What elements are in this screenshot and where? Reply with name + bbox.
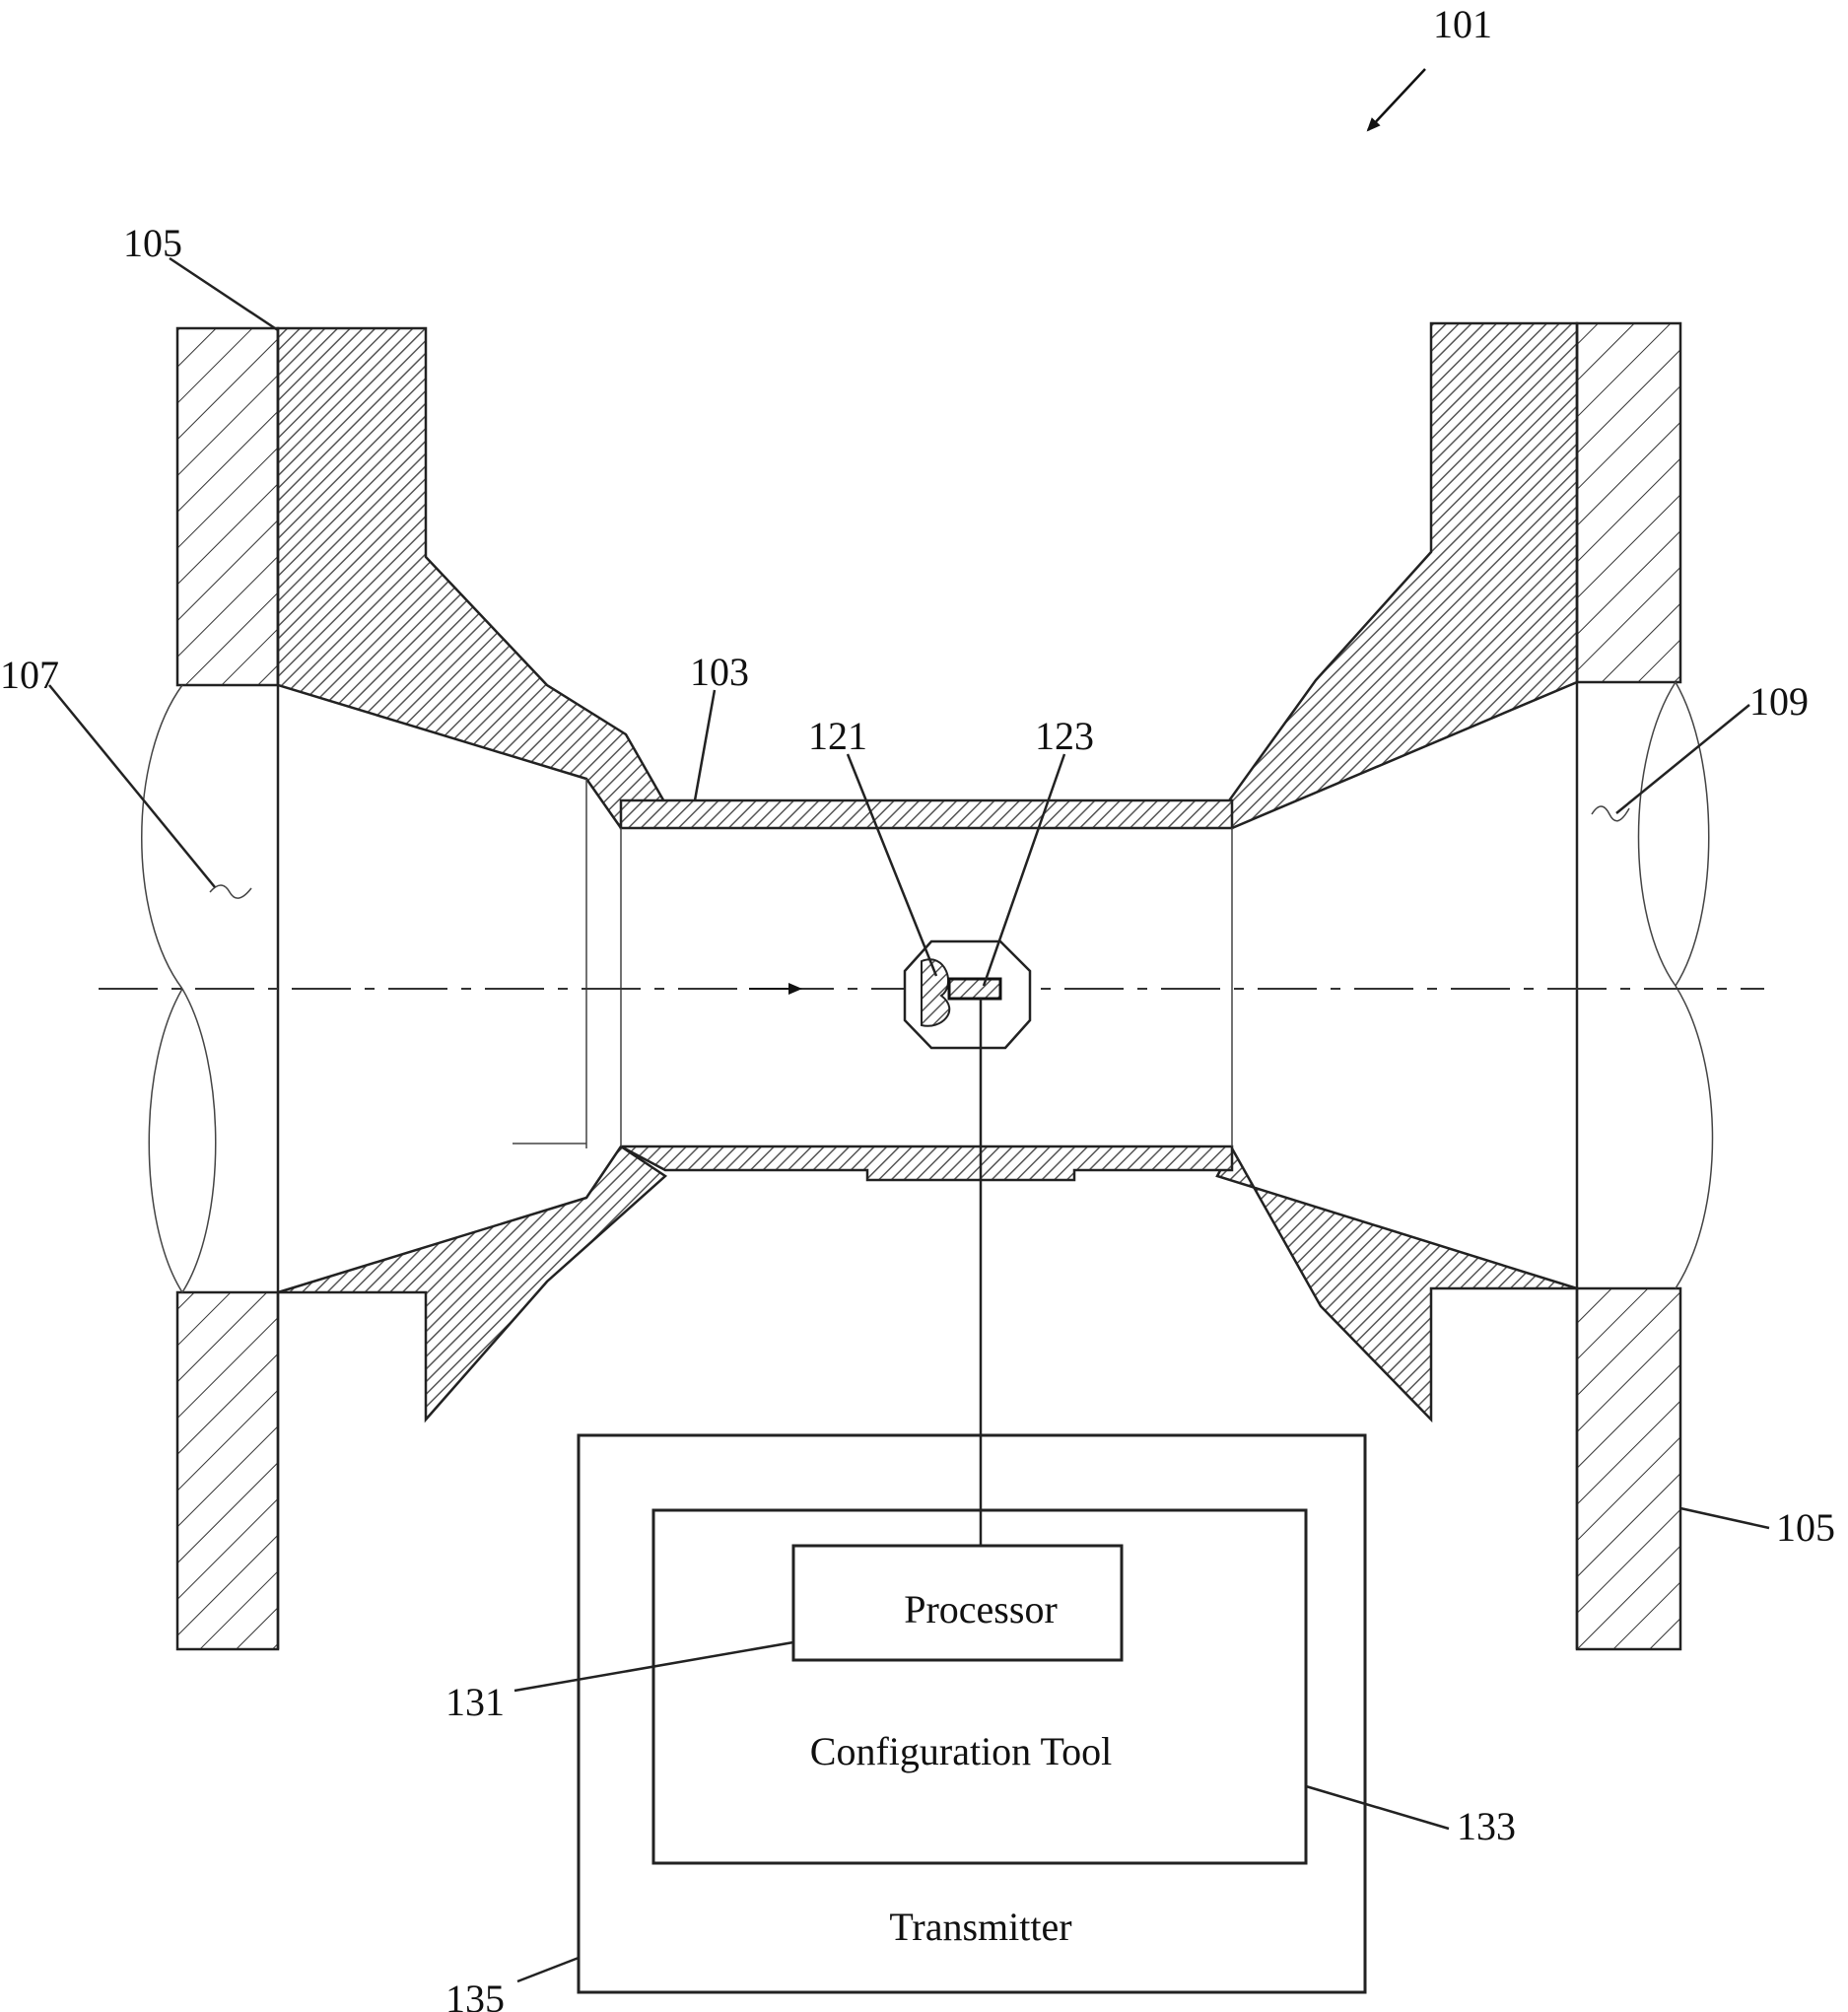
ref-105-right-leader [1680, 1508, 1769, 1528]
ref-107-leader [49, 685, 215, 887]
outlet-break-curve-upper-back [1676, 682, 1709, 986]
ref-105-right: 105 [1776, 1505, 1835, 1550]
ref-121: 121 [808, 714, 867, 758]
configuration-tool-box [653, 1510, 1306, 1863]
processor-label: Processor [904, 1587, 1058, 1631]
sensor [905, 941, 1030, 1048]
ref-101: 101 [1433, 2, 1492, 46]
ref-121-leader [848, 754, 936, 976]
left-flange-plate-top [177, 328, 278, 685]
ref-107: 107 [0, 653, 59, 697]
right-body-upper [1227, 323, 1577, 828]
ref-101-arrow [1368, 69, 1425, 130]
tube-wall-top [621, 800, 1232, 828]
ref-135-leader [517, 1958, 579, 1981]
ref-131: 131 [445, 1680, 505, 1724]
configuration-tool-label: Configuration Tool [810, 1729, 1112, 1773]
tube-wall-bottom [621, 1146, 1232, 1180]
inlet-break-tilde [210, 885, 251, 898]
ref-105-left: 105 [123, 221, 182, 265]
outlet-break-curve-upper [1639, 682, 1677, 986]
ref-123: 123 [1035, 714, 1094, 758]
right-flange-plate-top [1577, 323, 1680, 682]
inlet-break-curve-upper [142, 685, 182, 989]
ref-123-leader [984, 754, 1064, 986]
inlet-break-curve-lower [182, 989, 216, 1292]
outlet-pipe-break [1592, 682, 1713, 1288]
transmitter-label: Transmitter [889, 1905, 1071, 1949]
outlet-break-curve-lower [1676, 986, 1713, 1288]
ref-133: 133 [1457, 1804, 1516, 1848]
ref-109-leader [1616, 705, 1749, 813]
meter-body [513, 779, 1232, 1180]
ref-109: 109 [1749, 679, 1809, 724]
right-flange-plate-bottom [1577, 1288, 1680, 1649]
left-flange-plate-bottom [177, 1292, 278, 1649]
left-body-upper [278, 328, 665, 828]
sensor-bluff-body [922, 959, 949, 1026]
right-flange [1217, 323, 1680, 1649]
ref-103-leader [695, 690, 715, 800]
inlet-break-curve-back [149, 989, 182, 1292]
ref-133-leader [1306, 1786, 1449, 1829]
sensing-element [949, 979, 1000, 999]
ref-135: 135 [445, 1977, 505, 2012]
ref-103: 103 [690, 650, 749, 694]
ref-105-left-leader [170, 258, 278, 330]
left-body-lower [278, 1146, 665, 1420]
right-body-lower [1217, 1148, 1577, 1420]
